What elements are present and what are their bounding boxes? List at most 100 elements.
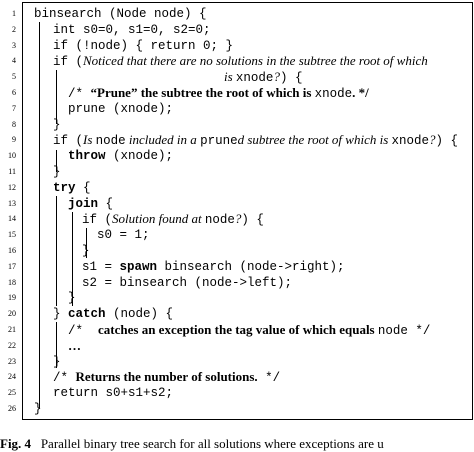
- code-fragment: ) {: [279, 71, 303, 86]
- comment-text: Returns the number of solutions.: [75, 369, 258, 385]
- line-number: 22: [8, 340, 16, 350]
- code-text: if (Solution found at node?) {: [82, 211, 264, 229]
- ellipsis: …: [68, 337, 81, 353]
- code-line: 16 }: [0, 243, 474, 259]
- code-line: 10 throw (xnode);: [0, 148, 474, 164]
- code-text: is xnode?) {: [224, 69, 302, 87]
- code-fragment: */: [407, 323, 431, 338]
- code-listing-box: [22, 2, 473, 420]
- block-guide: [39, 22, 40, 408]
- comment-text: catches an exception the tag value of wh…: [98, 321, 378, 337]
- code-fragment: node: [204, 213, 235, 228]
- line-number: 19: [8, 293, 16, 303]
- code-fragment: }: [34, 401, 42, 416]
- code-text: try {: [53, 180, 91, 197]
- line-number: 20: [8, 309, 16, 319]
- block-guide: [56, 322, 57, 368]
- code-fragment: (xnode);: [105, 149, 174, 164]
- code-fragment: if (: [53, 55, 84, 70]
- line-number: 3: [12, 40, 16, 50]
- code-fragment: int s0=0, s1=0, s2=0;: [53, 22, 211, 37]
- code-fragment: }: [82, 244, 90, 258]
- code-line: 1 binsearch (Node node) {: [0, 6, 474, 22]
- code-fragment: prune (xnode);: [68, 101, 174, 116]
- code-line: 12 try {: [0, 180, 474, 196]
- block-guide: [56, 70, 57, 124]
- code-fragment: if (!node) { return 0; }: [53, 38, 234, 53]
- code-fragment: binsearch (Node node) {: [34, 7, 207, 21]
- pseudo-condition: Noticed that there are no solutions in t…: [83, 53, 428, 69]
- line-number: 21: [8, 324, 16, 334]
- line-number: 23: [8, 356, 16, 366]
- code-fragment: }: [68, 291, 76, 305]
- code-fragment: {: [98, 196, 114, 211]
- code-text: }: [53, 117, 61, 134]
- code-line: 9 if (Is node included in a pruned subtr…: [0, 132, 474, 148]
- code-fragment: */: [257, 371, 281, 386]
- code-fragment: }: [53, 117, 61, 132]
- code-line: 4 if (Noticed that there are no solution…: [0, 53, 474, 69]
- code-line: 15 s0 = 1;: [0, 227, 474, 243]
- code-line: 21 /* catches an exception the tag value…: [0, 322, 474, 338]
- code-fragment: xnode: [235, 71, 274, 86]
- code-fragment: xnode: [391, 134, 430, 149]
- code-fragment: return s0+s1+s2;: [53, 386, 174, 401]
- code-text: /* “Prune” the subtree the root of which…: [68, 85, 369, 103]
- pseudo-condition: Is: [83, 132, 96, 148]
- code-fragment: if (: [82, 213, 113, 228]
- code-text: …: [68, 338, 81, 355]
- code-line: 11 }: [0, 164, 474, 180]
- code-text: return s0+s1+s2;: [53, 385, 173, 402]
- code-fragment: ) {: [435, 134, 459, 149]
- pseudo-condition: is: [224, 69, 236, 85]
- comment-text: . */: [352, 84, 369, 100]
- block-guide: [86, 228, 87, 258]
- keyword-throw: throw: [68, 149, 106, 164]
- code-line: 2 int s0=0, s1=0, s2=0;: [0, 22, 474, 38]
- code-fragment: {: [75, 180, 91, 195]
- code-fragment: prune: [200, 134, 238, 149]
- code-fragment: node: [377, 323, 408, 338]
- line-number: 9: [12, 135, 16, 145]
- code-fragment: node: [95, 134, 126, 149]
- code-line: 25 return s0+s1+s2;: [0, 385, 474, 401]
- line-number: 6: [12, 87, 16, 97]
- line-number: 13: [8, 198, 16, 208]
- code-line: 20 } catch (node) {: [0, 306, 474, 322]
- code-line: 23 }: [0, 354, 474, 370]
- code-line: 24 /* Returns the number of solutions. *…: [0, 369, 474, 385]
- keyword-spawn: spawn: [119, 259, 158, 274]
- pseudo-condition: ?: [234, 211, 242, 227]
- line-number: 15: [8, 230, 16, 240]
- figure-caption: Fig. 4 Parallel binary tree search for a…: [0, 436, 474, 452]
- caption-text: Parallel binary tree search for all solu…: [40, 436, 384, 451]
- line-number: 17: [8, 261, 16, 271]
- code-text: /* Returns the number of solutions. */: [53, 369, 280, 387]
- code-line: 26 }: [0, 401, 474, 417]
- pseudo-condition: d subtree the root of which is: [237, 132, 392, 148]
- line-number: 1: [12, 9, 16, 18]
- pseudo-condition: ?: [273, 69, 280, 85]
- line-number: 16: [8, 245, 16, 255]
- code-line: 7 prune (xnode);: [0, 101, 474, 117]
- block-guide: [56, 150, 57, 172]
- code-line: 3 if (!node) { return 0; }: [0, 38, 474, 54]
- code-text: int s0=0, s1=0, s2=0;: [53, 22, 211, 39]
- code-fragment: s1 =: [82, 259, 120, 274]
- keyword-catch: catch: [68, 307, 106, 322]
- code-listing: 1 binsearch (Node node) { 2 int s0=0, s1…: [0, 6, 474, 417]
- code-fragment: s0 = 1;: [97, 228, 150, 243]
- code-fragment: /*: [68, 323, 99, 338]
- line-number: 12: [8, 182, 16, 192]
- line-number: 4: [12, 56, 16, 66]
- code-fragment: xnode: [314, 86, 353, 101]
- code-fragment: /*: [68, 86, 91, 101]
- code-fragment: s2 = binsearch (node->left);: [82, 275, 293, 290]
- code-line: 22 …: [0, 338, 474, 354]
- keyword-try: try: [53, 180, 76, 195]
- block-guide: [56, 196, 57, 306]
- line-number: 5: [12, 72, 16, 82]
- code-line: 14 if (Solution found at node?) {: [0, 211, 474, 227]
- code-fragment: /*: [53, 371, 76, 386]
- code-text: } catch (node) {: [53, 306, 173, 323]
